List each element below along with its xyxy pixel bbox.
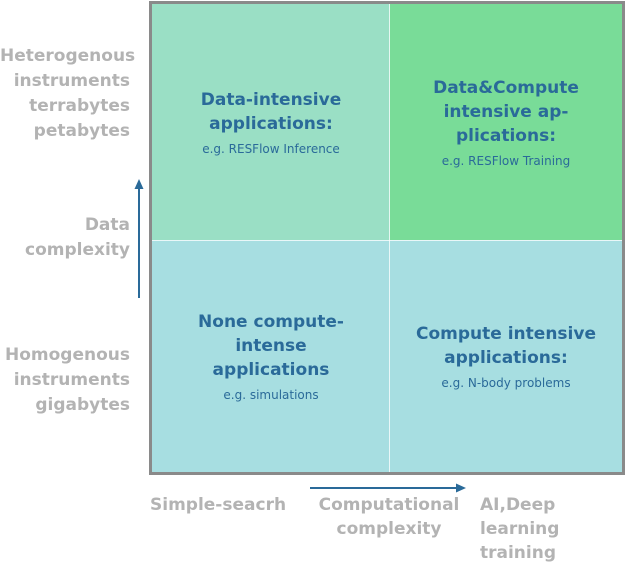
- quadrant-title: Data-intensive applications:: [201, 88, 341, 136]
- x-title-line-2: complexity: [336, 519, 442, 539]
- quadrant-title: Compute intensive applications:: [416, 322, 596, 370]
- quadrant-example: e.g. simulations: [223, 388, 319, 402]
- y-axis-low-label: Homogenous instruments gigabytes: [0, 343, 130, 418]
- quadrant-example: e.g. RESFlow Training: [441, 154, 571, 168]
- title-line: applications:: [209, 114, 333, 134]
- y-axis-high-label: Heterogenous instruments terrabytes peta…: [0, 44, 136, 144]
- y-high-line-2: instruments: [13, 71, 130, 91]
- y-high-line-1: Heterogenous: [0, 46, 136, 66]
- quadrant-data-intensive: Data-intensive applications: e.g. RESFlo…: [152, 4, 390, 240]
- y-title-line-2: complexity: [25, 240, 130, 260]
- vertical-divider: [389, 4, 390, 472]
- title-line: Data-intensive: [200, 90, 342, 110]
- title-line: None compute-: [198, 312, 344, 332]
- y-low-line-1: Homogenous: [4, 345, 130, 365]
- y-low-line-2: instruments: [13, 370, 130, 390]
- quadrant-none-compute-intense: None compute- intense applications e.g. …: [152, 240, 390, 472]
- x-high-line-2: training: [480, 543, 557, 563]
- y-axis-title: Data complexity: [0, 213, 130, 263]
- x-high-line-1: AI,Deep learning: [480, 495, 560, 539]
- y-high-line-3: terrabytes: [29, 96, 130, 116]
- title-line: intense: [235, 336, 307, 356]
- y-low-line-3: gigabytes: [35, 395, 130, 415]
- quadrant-example: e.g. N-body problems: [441, 376, 571, 390]
- title-line: Compute intensive: [416, 324, 596, 344]
- title-line: plications:: [455, 126, 557, 146]
- horizontal-divider: [152, 240, 622, 241]
- quadrant-title: Data&Compute intensive ap- plications:: [433, 76, 579, 148]
- quadrant-data-compute-intensive: Data&Compute intensive ap- plications: e…: [390, 4, 622, 240]
- x-axis-title: Computational complexity: [314, 493, 464, 541]
- x-axis-high-label: AI,Deep learning training: [480, 493, 640, 565]
- x-title-line-1: Computational: [318, 495, 460, 515]
- title-line: intensive ap-: [443, 102, 569, 122]
- title-line: Data&Compute: [433, 78, 579, 98]
- quadrant-title: None compute- intense applications: [198, 310, 344, 382]
- x-axis-arrow: [310, 483, 466, 493]
- title-line: applications: [212, 360, 330, 380]
- quadrant-example: e.g. RESFlow Inference: [202, 142, 340, 156]
- y-title-line-1: Data: [84, 215, 130, 235]
- y-axis-arrow: [134, 179, 144, 298]
- quadrant-grid: Data-intensive applications: e.g. RESFlo…: [149, 1, 625, 475]
- y-high-line-4: petabytes: [33, 121, 130, 141]
- quadrant-compute-intensive: Compute intensive applications: e.g. N-b…: [390, 240, 622, 472]
- x-axis-low-label: Simple-seacrh: [150, 495, 287, 515]
- title-line: applications:: [444, 348, 568, 368]
